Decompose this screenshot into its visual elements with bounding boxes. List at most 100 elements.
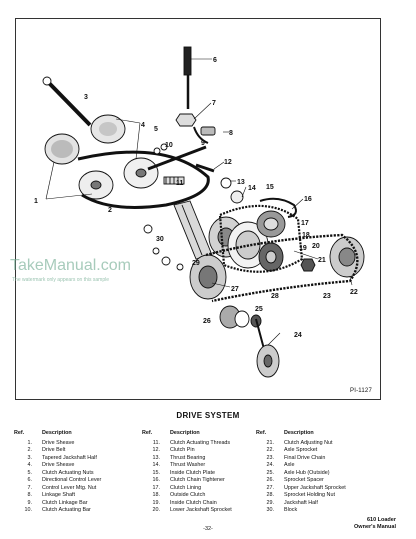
part-ref: 1. — [27, 439, 33, 446]
clutch-adjusting-nut-part — [300, 258, 316, 272]
list-item: 10. Clutch Actuating Bar — [14, 507, 101, 515]
callout-5: 5 — [154, 126, 158, 133]
list-item: 7.Control Lever Mtg. Nut — [14, 485, 101, 493]
callout-leader-lines — [45, 58, 353, 346]
list-item: 6. Directional Control Lever — [14, 477, 102, 485]
footer-manual-title: 610 Loader Owner's Manual — [354, 517, 396, 531]
part-description: Drive Sheave — [42, 462, 75, 468]
ref-header: Ref. — [142, 430, 153, 436]
callout-8: 8 — [229, 130, 233, 137]
list-item: 18.Outside Clutch — [142, 492, 232, 500]
block-part — [143, 224, 184, 271]
list-item: 5.Clutch Actuating Nuts — [14, 470, 101, 478]
drive-sheave-upper-part — [90, 114, 159, 189]
axle-hub-assembly-part — [219, 305, 262, 329]
description-header: Description — [42, 430, 72, 436]
watermark-text: TakeManual.com — [10, 257, 131, 274]
part-description: Inside Clutch Chain — [170, 499, 217, 506]
list-item: 26. Sprocket Spacer — [256, 477, 346, 485]
list-item: 22. Axle Sprocket — [256, 447, 346, 455]
part-ref: 17. — [152, 484, 161, 491]
drive-system-exploded-diagram: 1 2 3 4 5 6 7 8 9 10 11 12 13 14 15 16 1… — [34, 46, 365, 378]
part-description: Tapered Jackshaft Half — [42, 454, 97, 461]
list-item: 30.Block — [256, 507, 346, 515]
part-description: Final Drive Chain — [284, 454, 326, 461]
part-description: Clutch Linkage Bar — [42, 499, 88, 506]
list-item: 4. Drive Sheave — [14, 462, 101, 470]
footer-line-2: Owner's Manual — [354, 524, 396, 530]
list-item: 27.Upper Jackshaft Sprocket — [256, 485, 346, 493]
list-item: 24.Axle — [256, 462, 346, 470]
part-description: Clutch Actuating Bar — [42, 507, 91, 513]
description-header: Description — [284, 430, 314, 436]
part-description: Axle — [284, 462, 295, 468]
callout-9: 9 — [201, 140, 205, 147]
list-item: 8. Linkage Shaft — [14, 492, 101, 500]
callout-13: 13 — [237, 179, 245, 186]
column-header: Ref. Description — [14, 430, 101, 438]
part-ref: 28. — [266, 492, 275, 498]
callout-23: 23 — [323, 293, 331, 300]
part-description: Control Lever Mtg. Nut — [42, 484, 97, 491]
callout-numbers: 1 2 3 4 5 6 7 8 9 10 11 12 13 14 15 16 1… — [34, 57, 358, 339]
part-ref: 14. — [152, 462, 161, 468]
callout-20: 20 — [312, 243, 320, 250]
part-description: Drive Belt — [42, 447, 66, 453]
watermark-subtext: The watermark only appears on this sampl… — [12, 277, 109, 283]
part-description: Linkage Shaft — [42, 492, 75, 498]
part-description: Thrust Washer — [170, 462, 206, 468]
part-description: Sprocket Spacer — [284, 477, 324, 483]
list-item: 13.Thrust Bearing — [142, 455, 232, 463]
callout-22: 22 — [350, 289, 358, 296]
callout-28: 28 — [271, 293, 279, 300]
part-description: Thrust Bearing — [170, 454, 206, 461]
part-description: Upper Jackshaft Sprocket — [284, 484, 346, 491]
callout-19: 19 — [299, 245, 307, 252]
part-ref: 10. — [24, 507, 33, 513]
part-ref: 4. — [27, 462, 33, 468]
callout-7: 7 — [212, 100, 216, 107]
column-header: Ref.Description — [256, 430, 346, 438]
list-item: 3.Tapered Jackshaft Half — [14, 455, 101, 463]
jackshaft-half-part — [173, 200, 213, 260]
inside-clutch-chain-part — [218, 204, 304, 273]
part-description: Axle Sprocket — [284, 447, 318, 453]
figure-code: PI-1127 — [350, 388, 372, 394]
list-item: 1.Drive Sheave — [14, 440, 101, 448]
list-item: 21.Clutch Adjusting Nut — [256, 440, 346, 448]
control-lever-mtg-nut-part — [175, 113, 197, 127]
callout-14: 14 — [248, 185, 256, 192]
list-item: 11.Clutch Actuating Threads — [142, 440, 232, 448]
part-ref: 30. — [266, 507, 275, 513]
list-item: 12.Clutch Pin — [142, 447, 232, 455]
parts-column-1: Ref.Description 1.Drive Sheave 2.Drive B… — [14, 430, 101, 515]
callout-25: 25 — [255, 306, 263, 313]
tapered-jackshaft-half-part — [42, 76, 92, 127]
clutch-actuating-bar-part — [147, 143, 207, 185]
part-ref: 2. — [27, 447, 33, 453]
part-ref: 8. — [27, 492, 33, 498]
callout-6: 6 — [213, 57, 217, 64]
callout-29: 29 — [192, 260, 200, 267]
linkage-shaft-part — [193, 126, 216, 144]
part-ref: 22. — [266, 447, 275, 453]
part-description: Outside Clutch — [170, 492, 206, 498]
part-description: Axle Hub (Outside) — [284, 469, 330, 476]
callout-2: 2 — [108, 207, 112, 214]
parts-column-2: Ref.Description 11.Clutch Actuating Thre… — [142, 430, 232, 515]
ref-header: Ref. — [14, 430, 25, 436]
part-description: Lower Jackshaft Sprocket — [170, 507, 232, 513]
part-ref: 9. — [27, 499, 33, 506]
axle-part — [255, 318, 280, 378]
part-description: Clutch Adjusting Nut — [284, 439, 333, 446]
part-ref: 26. — [266, 477, 275, 483]
part-ref: 23. — [266, 454, 275, 461]
callout-17: 17 — [301, 220, 309, 227]
callout-3: 3 — [84, 94, 88, 101]
part-ref: 12. — [152, 447, 161, 453]
part-ref: 6. — [27, 477, 33, 483]
callout-11: 11 — [176, 180, 184, 187]
list-item: 20.Lower Jackshaft Sprocket — [142, 507, 232, 515]
part-ref: 11. — [152, 439, 160, 446]
part-description: Directional Control Lever — [42, 477, 102, 483]
